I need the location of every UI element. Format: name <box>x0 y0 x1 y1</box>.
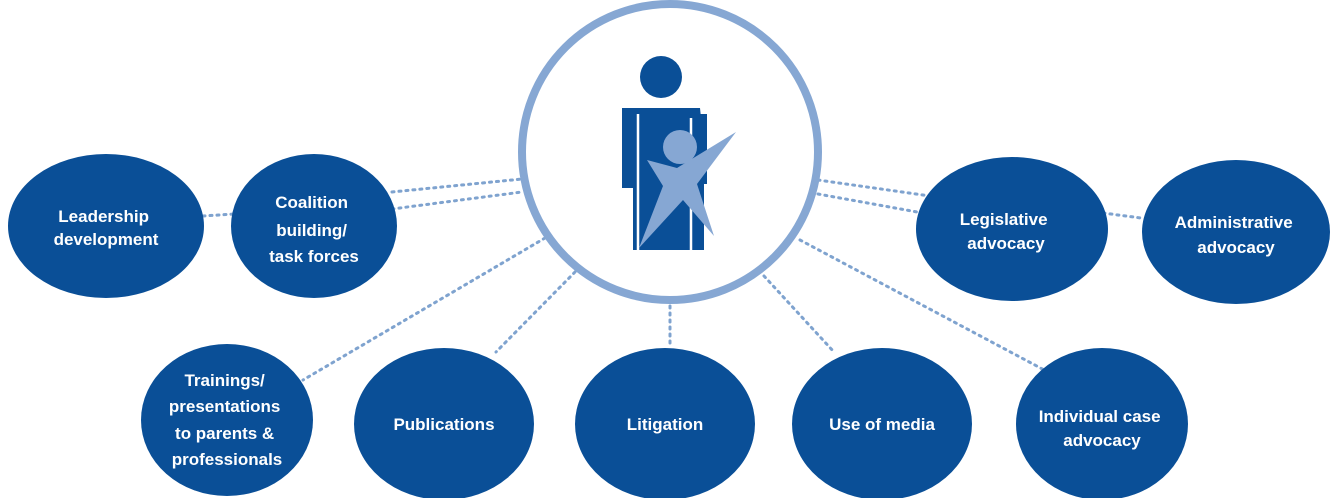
connector-center-legislative-lower <box>816 192 930 216</box>
node-leadership: Leadership development <box>8 154 204 298</box>
node-trainings-label: Trainings/ presentations to parents & pr… <box>169 371 285 469</box>
connector-coalition-center-upper <box>390 177 524 194</box>
node-individual-label: Individual case advocacy <box>1039 407 1166 450</box>
node-litigation: Litigation <box>575 348 755 498</box>
node-media-label: Use of media <box>829 415 935 434</box>
node-leadership-label: Leadership development <box>54 207 159 249</box>
node-litigation-label: Litigation <box>627 415 703 434</box>
node-individual: Individual case advocacy <box>1016 348 1188 498</box>
node-administrative: Administrative advocacy <box>1142 160 1330 304</box>
node-media: Use of media <box>792 348 972 498</box>
node-administrative-label: Administrative advocacy <box>1175 213 1298 257</box>
node-coalition-label: Coalition building/ task forces <box>269 193 359 266</box>
node-legislative: Legislative advocacy <box>916 157 1108 301</box>
connector-center-individual <box>798 238 1050 374</box>
node-publications-label: Publications <box>393 415 494 434</box>
connector-center-legislative-upper <box>816 178 932 198</box>
connector-center-trainings <box>301 236 547 382</box>
parent-and-child-logo-icon <box>622 56 736 250</box>
node-coalition: Coalition building/ task forces <box>231 154 397 298</box>
center-logo <box>518 0 822 304</box>
connector-legislative-administrative <box>1101 211 1143 220</box>
node-publications: Publications <box>354 348 534 498</box>
node-trainings: Trainings/ presentations to parents & pr… <box>141 344 313 496</box>
connectors <box>201 177 1143 382</box>
connector-center-publications <box>494 270 577 354</box>
connector-leadership-coalition <box>201 212 236 218</box>
node-legislative-label: Legislative advocacy <box>960 210 1053 253</box>
connector-center-media <box>762 274 836 354</box>
connector-coalition-center-lower <box>390 190 524 211</box>
